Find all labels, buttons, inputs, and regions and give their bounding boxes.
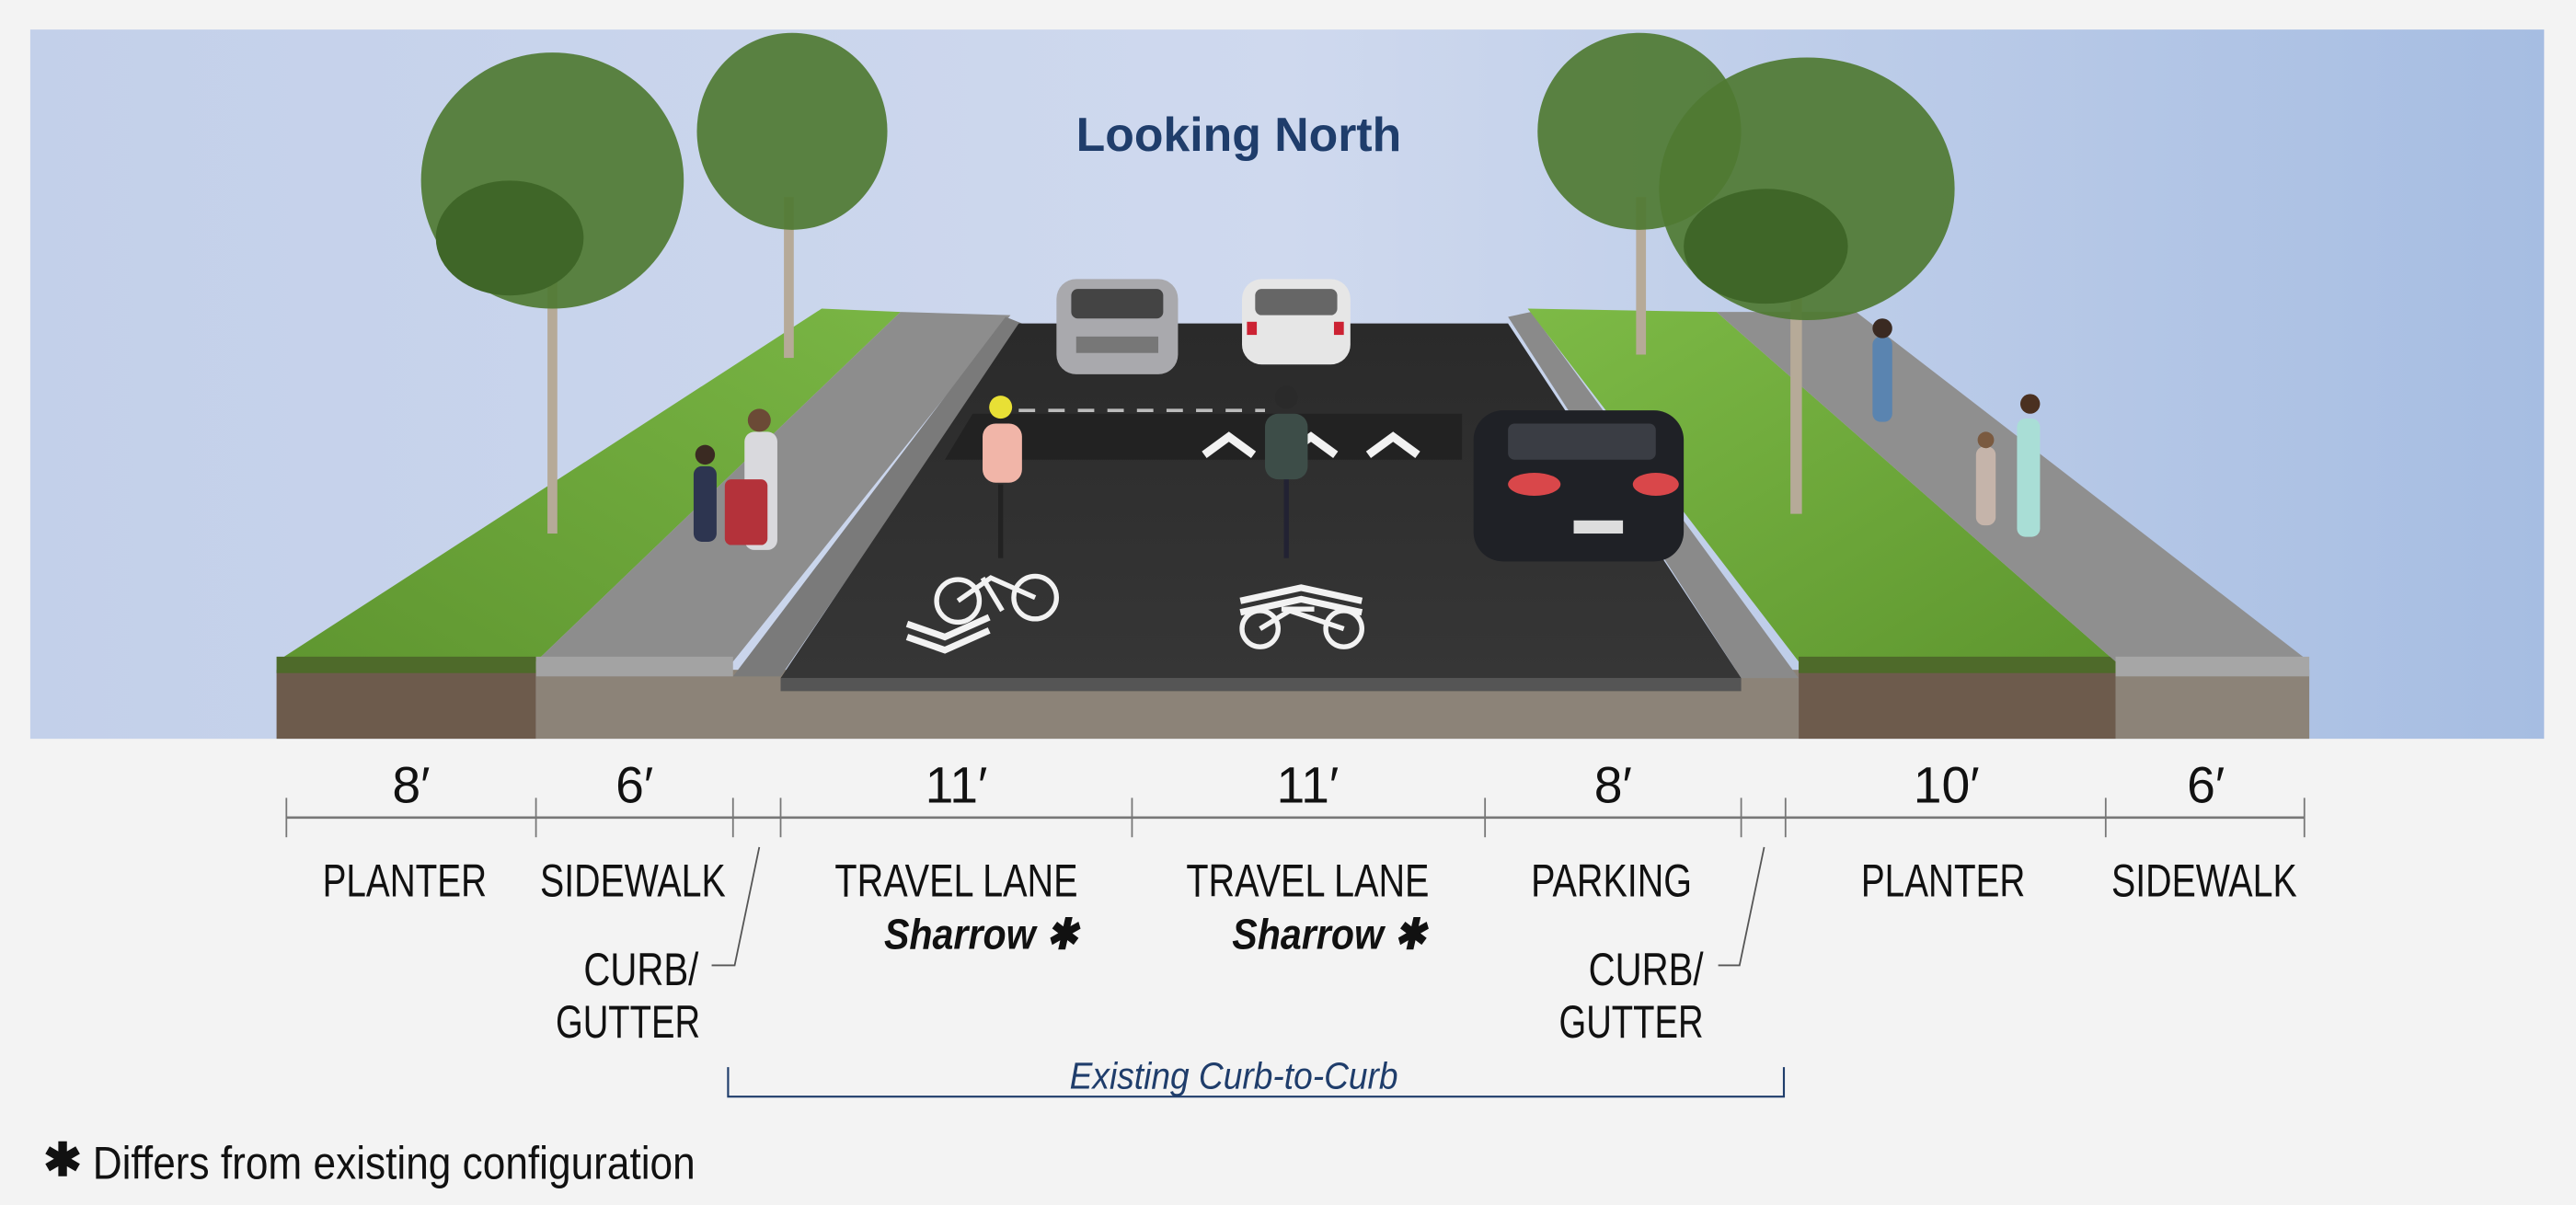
label-planter-left: PLANTER: [323, 855, 487, 906]
right-planter-grass: [1527, 308, 2116, 662]
gravel-right-sidewalk: [2115, 670, 2310, 740]
label-sidewalk-left: SIDEWALK: [540, 855, 726, 906]
tree: [696, 32, 888, 359]
dimension-line: [285, 798, 2306, 838]
left-planter-edge: [276, 656, 536, 673]
label-planter-right: PLANTER: [1861, 855, 2025, 906]
label-sidewalk-right: SIDEWALK: [2111, 855, 2297, 906]
car-silver: [1056, 279, 1179, 374]
left-planter-grass: [276, 308, 901, 662]
tree: [420, 52, 684, 534]
pedestrian: [2017, 394, 2041, 537]
width-planter-right: 10′: [1914, 757, 1980, 814]
note-sharrow-lane-2: Sharrow ✱: [1232, 911, 1429, 958]
car-black-parked: [1473, 410, 1685, 562]
car-white: [1242, 279, 1351, 365]
label-travel-lane-2: TRAVEL LANE: [1186, 855, 1429, 906]
left-sidewalk-edge: [535, 656, 733, 677]
curb-leader-left: [711, 846, 761, 967]
note-sharrow-lane-1: Sharrow ✱: [884, 911, 1081, 958]
label-gutter-left: GUTTER: [556, 996, 700, 1048]
asphalt-edge: [780, 678, 1742, 692]
width-travel-lane-1: 11′: [926, 757, 988, 814]
tree: [1659, 57, 1955, 514]
right-sidewalk-edge: [2115, 656, 2310, 677]
label-gutter-right: GUTTER: [1558, 996, 1703, 1048]
width-parking: 8′: [1594, 757, 1632, 814]
sharrow-marking-right: [1239, 584, 1364, 649]
width-sidewalk-right: 6′: [2187, 757, 2225, 814]
label-parking: PARKING: [1531, 855, 1692, 906]
curb-to-curb-bracket: [727, 1067, 1786, 1098]
cyclist: [1265, 385, 1308, 558]
sharrow-marking-left: [905, 573, 1060, 654]
right-sidewalk: [1716, 312, 2310, 662]
pedestrian-with-stroller: [724, 408, 777, 550]
street-rendering: Looking North: [29, 29, 2545, 740]
pedestrian: [1872, 318, 1892, 422]
label-travel-lane-1: TRAVEL LANE: [834, 855, 1077, 906]
left-curb-gutter: [732, 316, 1022, 677]
label-curb-left: CURB/: [583, 944, 698, 995]
cyclist: [983, 396, 1022, 558]
soil-right-planter: [1799, 670, 2116, 740]
pedestrian-child: [693, 444, 717, 542]
width-sidewalk-left: 6′: [615, 757, 653, 814]
footnote-asterisk: ✱: [43, 1134, 82, 1186]
footnote-text: Differs from existing configuration: [93, 1137, 696, 1188]
soil-left-planter: [276, 670, 536, 740]
label-curb-right: CURB/: [1589, 944, 1704, 995]
width-travel-lane-2: 11′: [1277, 757, 1340, 814]
width-planter-left: 8′: [392, 757, 430, 814]
right-planter-edge: [1799, 656, 2116, 673]
pedestrian-child: [1975, 431, 1996, 526]
existing-curb-to-curb-label: Existing Curb-to-Curb: [1070, 1054, 1398, 1096]
view-direction-title: Looking North: [1076, 108, 1402, 161]
curb-leader-right: [1718, 846, 1765, 967]
